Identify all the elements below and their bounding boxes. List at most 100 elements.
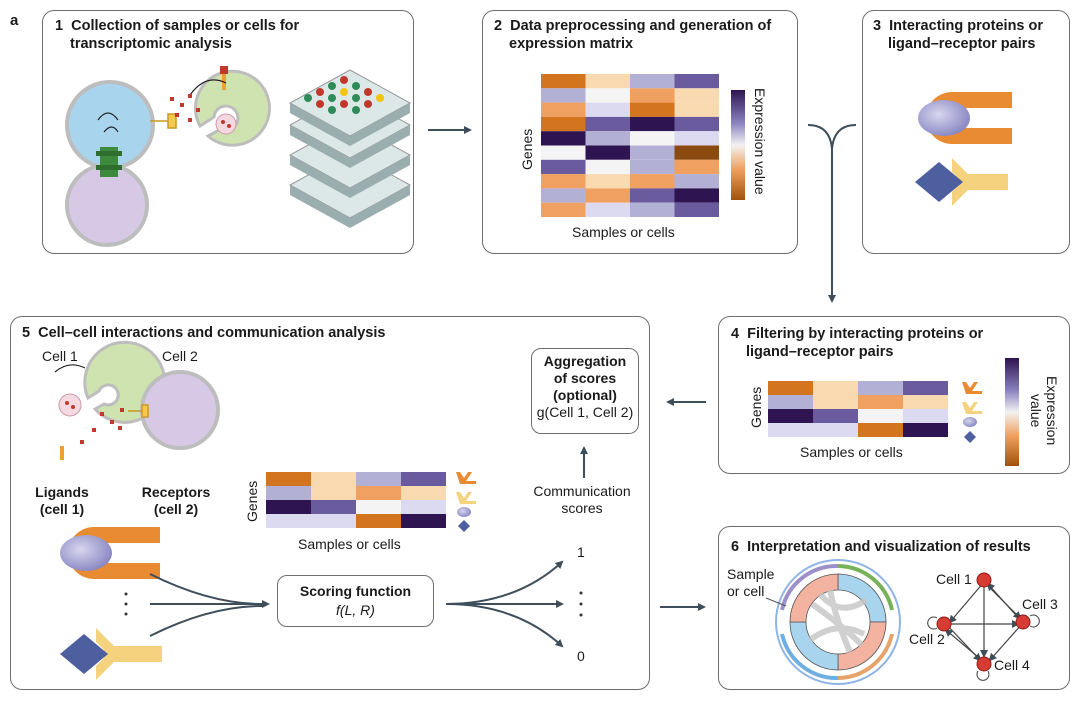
panel-2-title: 2 Data preprocessing and generation of e… [494,18,772,52]
p5-samples-label: Samples or cells [298,536,401,552]
node-label-cell-3: Cell 3 [1022,596,1058,612]
heatmap-cell [541,88,586,103]
p2-colorbar [731,90,745,200]
cell-1-label: Cell 1 [42,348,78,364]
heatmap-cell [311,472,356,486]
p4-colorbar [1005,358,1019,466]
heatmap-cell [630,88,675,103]
heatmap-cell [674,131,719,146]
heatmap-cell [768,409,813,423]
heatmap-cell [674,102,719,117]
arrow-merge-to-4 [807,124,857,301]
heatmap-cell [585,159,630,175]
p4-pair-icons [962,382,982,443]
receptors-label: Receptors(cell 2) [141,484,211,517]
ligands-label: Ligands(cell 1) [35,484,89,517]
heatmap-cell [585,102,630,117]
p4-heatmap [768,381,948,437]
heatmap-cell [266,500,311,514]
heatmap-cell [585,74,630,89]
node-label-cell-4: Cell 4 [994,657,1030,673]
p1-green-cell [189,66,271,147]
panel-5-title: 5 Cell–cell interactions and communicati… [22,325,386,341]
heatmap-cell [630,174,675,189]
panel-1-title: 1 Collection of samples or cells for tra… [55,18,300,52]
heatmap-cell [858,381,903,395]
heatmap-cell [813,381,858,395]
p5-diamond-ligand-pair [60,628,162,680]
heatmap-cell [356,472,401,486]
heatmap-cell [903,381,948,395]
heatmap-cell [768,395,813,409]
heatmap-cell [630,145,675,160]
heatmap-cell [674,145,719,160]
p5-heatmap [266,472,446,528]
panel-4-title: 4 Filtering by interacting proteins or l… [731,326,984,360]
panel-6-title: 6 Interpretation and visualization of re… [731,539,1031,555]
heatmap-cell [401,472,446,486]
heatmap-cell [674,88,719,103]
heatmap-cell [541,159,586,175]
heatmap-cell [674,74,719,89]
heatmap-cell [630,131,675,146]
chord-diagram [765,559,901,685]
heatmap-cell [674,116,719,132]
p5-output-arrows [445,560,564,648]
heatmap-cell [674,159,719,175]
heatmap-cell [311,514,356,528]
heatmap-cell [903,395,948,409]
heatmap-cell [674,202,719,217]
heatmap-cell [858,395,903,409]
panel-3-title: 3 Interacting proteins or ligand–recepto… [873,18,1044,52]
heatmap-cell [266,472,311,486]
heatmap-cell [541,131,586,146]
heatmap-cell [266,514,311,528]
heatmap-cell [903,409,948,423]
p4-samples-label: Samples or cells [800,444,903,460]
heatmap-cell [311,486,356,500]
heatmap-cell [356,500,401,514]
heatmap-cell [541,145,586,160]
heatmap-cell [585,145,630,160]
heatmap-cell [630,116,675,132]
p3-oval-ligand-pair [918,92,1012,144]
heatmap-cell [630,102,675,117]
heatmap-cell [401,500,446,514]
p3-diamond-ligand-pair [915,158,1008,206]
heatmap-cell [768,381,813,395]
heatmap-cell [311,500,356,514]
heatmap-cell [541,74,586,89]
p5-ellipsis-dots [124,592,128,616]
p2-samples-label: Samples or cells [572,224,675,240]
heatmap-cell [630,159,675,175]
heatmap-cell [401,514,446,528]
heatmap-cell [768,423,813,437]
heatmap-cell [813,409,858,423]
node-label-cell-2: Cell 2 [909,631,945,647]
heatmap-cell [630,188,675,203]
heatmap-cell [903,423,948,437]
p1-ligand-dots [170,94,200,122]
heatmap-cell [858,409,903,423]
heatmap-cell [541,102,586,117]
heatmap-cell [356,514,401,528]
score-bottom-label: 0 [577,648,585,664]
heatmap-cell [858,423,903,437]
p5-pair-icons [456,472,476,532]
node-label-cell-1: Cell 1 [936,571,972,587]
cell-2-label: Cell 2 [162,348,198,364]
p5-oval-ligand-pair [60,527,160,579]
p1-plate-stack [288,69,412,228]
score-top-label: 1 [577,544,585,560]
heatmap-cell [541,202,586,217]
heatmap-cell [585,188,630,203]
heatmap-cell [585,174,630,189]
heatmap-cell [585,202,630,217]
heatmap-cell [674,174,719,189]
heatmap-cell [813,423,858,437]
heatmap-cell [266,486,311,500]
